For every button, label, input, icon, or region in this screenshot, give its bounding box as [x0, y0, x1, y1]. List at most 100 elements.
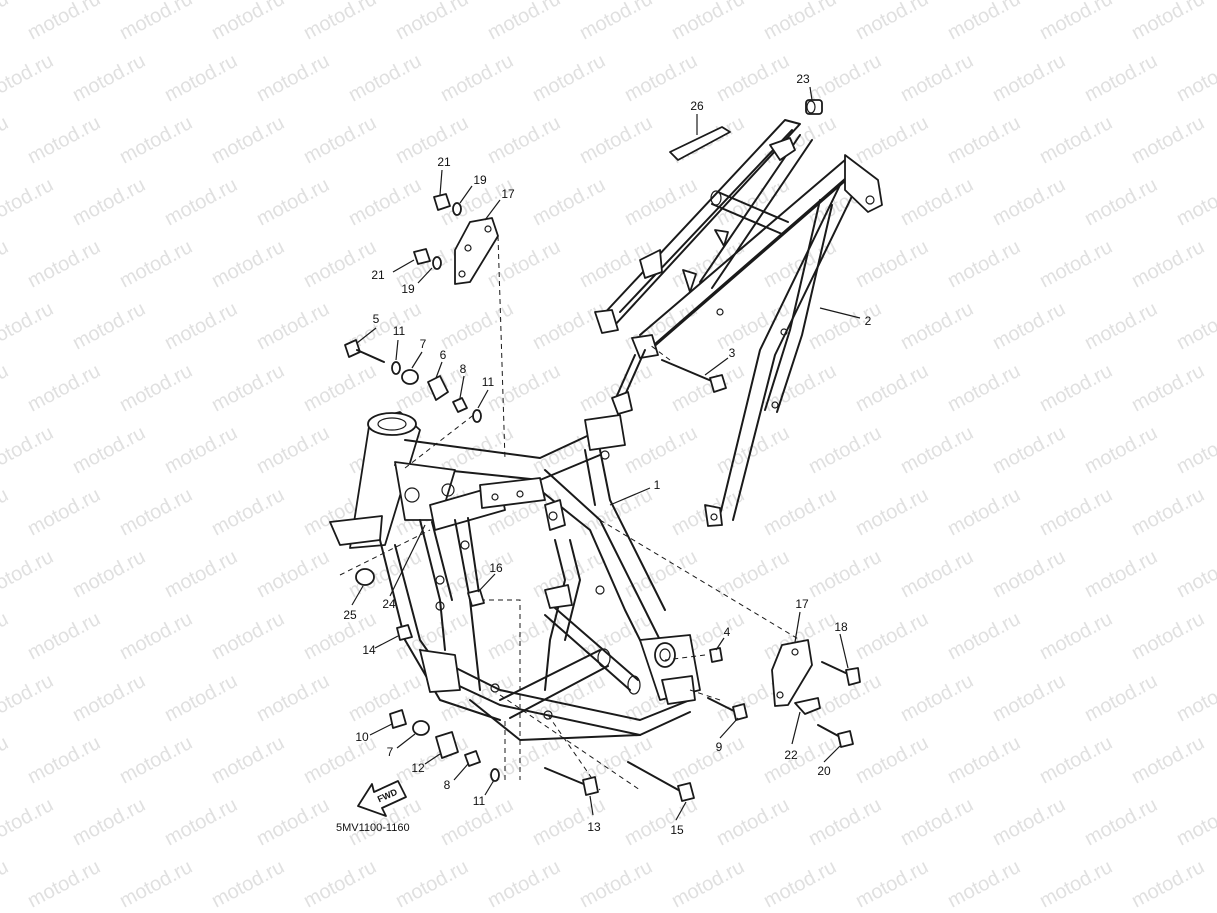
watermark-text: motod.ru: [897, 174, 977, 230]
watermark-text: motod.ru: [69, 422, 149, 478]
label-15: 15: [670, 823, 684, 837]
watermark-text: motod.ru: [300, 856, 380, 912]
watermark-text: motod.ru: [69, 794, 149, 850]
watermark-text: motod.ru: [1081, 670, 1161, 726]
watermark-text: motod.ru: [760, 732, 840, 788]
watermark-text: motod.ru: [0, 608, 12, 664]
watermark-text: motod.ru: [1173, 670, 1217, 726]
watermark-text: motod.ru: [897, 422, 977, 478]
watermark-text: motod.ru: [576, 0, 656, 44]
watermark-text: motod.ru: [253, 50, 333, 106]
watermark-text: motod.ru: [852, 112, 932, 168]
label-11-c: 11: [473, 794, 486, 808]
label-21-mid: 21: [371, 268, 385, 282]
watermark-text: motod.ru: [897, 794, 977, 850]
watermark-text: motod.ru: [392, 856, 472, 912]
watermark-text: motod.ru: [345, 50, 425, 106]
watermark-text: motod.ru: [529, 174, 609, 230]
watermark-text: motod.ru: [253, 174, 333, 230]
watermark-text: motod.ru: [1081, 546, 1161, 602]
label-17-top: 17: [501, 187, 515, 201]
watermark-text: motod.ru: [1173, 794, 1217, 850]
watermark-text: motod.ru: [621, 50, 701, 106]
watermark-text: motod.ru: [1036, 236, 1116, 292]
rear-subframe-drawing: [594, 119, 883, 527]
watermark-text: motod.ru: [161, 794, 241, 850]
watermark-text: motod.ru: [989, 174, 1069, 230]
watermark-text: motod.ru: [852, 856, 932, 912]
watermark-text: motod.ru: [529, 50, 609, 106]
watermark-text: motod.ru: [944, 608, 1024, 664]
label-11-b: 11: [482, 375, 495, 389]
watermark-text: motod.ru: [116, 112, 196, 168]
watermark-text: motod.ru: [300, 112, 380, 168]
watermark-text: motod.ru: [944, 360, 1024, 416]
watermark-text: motod.ru: [897, 670, 977, 726]
label-6: 6: [440, 348, 447, 362]
label-18: 18: [834, 620, 848, 634]
watermark-text: motod.ru: [1128, 484, 1208, 540]
watermark-text: motod.ru: [1036, 732, 1116, 788]
watermark-text: motod.ru: [484, 608, 564, 664]
watermark-text: motod.ru: [208, 484, 288, 540]
watermark-text: motod.ru: [345, 174, 425, 230]
watermark-text: motod.ru: [208, 856, 288, 912]
leader-lines: [351, 86, 861, 821]
lower-front-mount-hardware: [389, 709, 500, 782]
watermark-text: motod.ru: [668, 0, 748, 44]
label-3: 3: [729, 346, 736, 360]
watermark-text: motod.ru: [852, 484, 932, 540]
watermark-text: motod.ru: [713, 422, 793, 478]
watermark-text: motod.ru: [253, 546, 333, 602]
watermark-text: motod.ru: [345, 670, 425, 726]
watermark-text: motod.ru: [1081, 174, 1161, 230]
watermark-text: motod.ru: [484, 856, 564, 912]
watermark-text: motod.ru: [805, 546, 885, 602]
watermark-text: motod.ru: [161, 50, 241, 106]
watermark-text: motod.ru: [253, 298, 333, 354]
watermark-text: motod.ru: [760, 484, 840, 540]
watermark-text: motod.ru: [713, 50, 793, 106]
watermark-text: motod.ru: [989, 298, 1069, 354]
watermark-text: motod.ru: [1036, 856, 1116, 912]
watermark-text: motod.ru: [852, 360, 932, 416]
watermark-text: motod.ru: [24, 236, 104, 292]
watermark-text: motod.ru: [989, 422, 1069, 478]
head-mount-hardware: [344, 339, 482, 423]
watermark-text: motod.ru: [437, 50, 517, 106]
watermark-text: motod.ru: [1081, 422, 1161, 478]
label-12: 12: [411, 761, 425, 775]
watermark-text: motod.ru: [989, 670, 1069, 726]
watermark-text: motod.ru: [668, 732, 748, 788]
watermark-text: motod.ru: [989, 50, 1069, 106]
label-24: 24: [382, 597, 396, 611]
watermark-text: motod.ru: [1128, 608, 1208, 664]
watermark-text: motod.ru: [0, 174, 57, 230]
watermark-text: motod.ru: [116, 732, 196, 788]
watermark-text: motod.ru: [69, 174, 149, 230]
callout-labels: 23 26 21 19 17 21 19 2 5 11 7 6 8 11 3 1…: [343, 72, 871, 837]
watermark-text: motod.ru: [529, 298, 609, 354]
watermark-text: motod.ru: [897, 298, 977, 354]
watermark-text: motod.ru: [69, 546, 149, 602]
watermark-text: motod.ru: [897, 50, 977, 106]
watermark-text: motod.ru: [852, 732, 932, 788]
part-3-bolt: [661, 359, 727, 393]
watermark-text: motod.ru: [392, 732, 472, 788]
label-17-bottom: 17: [795, 597, 809, 611]
assembly-guide-lines: [339, 235, 801, 791]
watermark-text: motod.ru: [805, 298, 885, 354]
watermark-text: motod.ru: [253, 670, 333, 726]
label-11-a: 11: [393, 324, 406, 338]
part-26-strap: [669, 126, 731, 161]
watermark-text: motod.ru: [1036, 360, 1116, 416]
watermark-text: motod.ru: [1036, 484, 1116, 540]
watermark-text: motod.ru: [852, 236, 932, 292]
watermark-text: motod.ru: [208, 360, 288, 416]
watermark-text: motod.ru: [1128, 360, 1208, 416]
label-4: 4: [724, 625, 731, 639]
part-16-collar: [467, 589, 485, 607]
label-8-bottom: 8: [444, 778, 451, 792]
watermark-text: motod.ru: [69, 298, 149, 354]
watermark-text: motod.ru: [161, 174, 241, 230]
